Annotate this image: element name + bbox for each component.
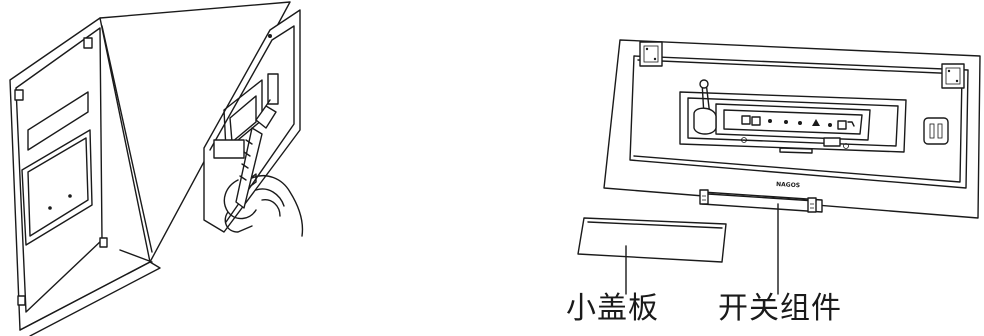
hand-icon: [223, 174, 304, 237]
label-switch-assembly: 开关组件: [718, 291, 842, 326]
switch-assembly: [699, 189, 823, 213]
left-figure-hood-panel: [9, 1, 304, 336]
antenna-knob-icon: [693, 79, 717, 135]
screwdriver-icon: [235, 99, 277, 209]
label-small-cover: 小盖板: [566, 291, 659, 326]
brand-text: NAGOS: [776, 181, 800, 189]
small-cover-plate: [577, 217, 727, 263]
right-figure-hood-bottom: NAGOS: [577, 39, 981, 295]
